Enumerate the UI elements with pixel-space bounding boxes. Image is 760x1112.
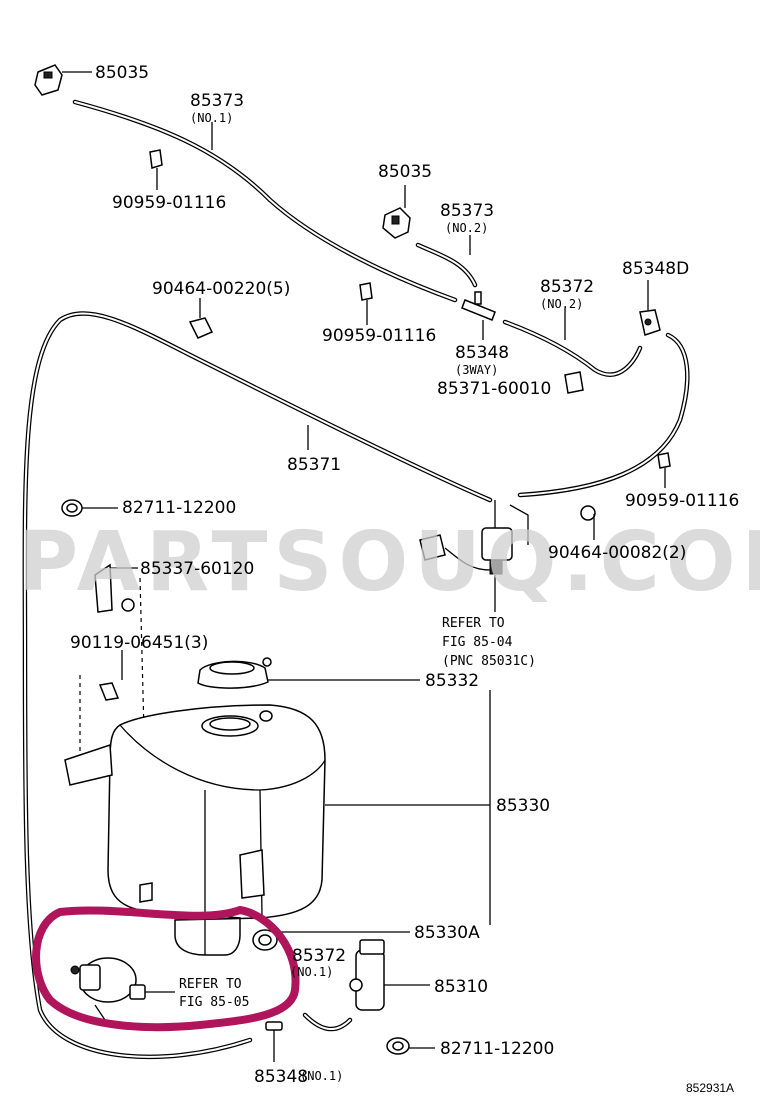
label-85348d: 85348D [622, 259, 689, 279]
label-85348-a: 85348 [455, 343, 509, 363]
label-90119: 90119-06451(3) [70, 633, 208, 653]
nozzle-85035-a [34, 64, 63, 96]
hose-85371 [22, 311, 493, 1060]
label-85372-b-sub: (NO.1) [290, 965, 333, 979]
grommet-85330a [252, 929, 278, 951]
hose-85372-no2 [502, 319, 643, 377]
hose-85373-no2 [415, 242, 478, 288]
highlight-outline [32, 905, 300, 1032]
sensor-85310 [349, 939, 385, 1011]
label-85371-60010: 85371-60010 [437, 379, 551, 399]
connector-85371-60010 [564, 371, 584, 394]
diagram-code: 852931A [686, 1081, 734, 1095]
clip-90959-c [657, 452, 671, 469]
hose-85373-no1 [72, 99, 458, 303]
label-85035-b: 85035 [378, 162, 432, 182]
clamp-90464-00220 [188, 317, 214, 339]
joint-85348d [639, 309, 661, 336]
label-85332: 85332 [425, 671, 479, 691]
clip-90959-b [359, 282, 373, 301]
clamp-90464-00082 [580, 505, 596, 521]
clamp-82711-a [61, 499, 83, 517]
leader-lines [62, 71, 666, 1062]
clamp-82711-b [386, 1037, 410, 1055]
label-ref2-line2: FIG 85-05 [179, 995, 249, 1010]
label-85372-b: 85372 [292, 946, 346, 966]
label-82711-b: 82711-12200 [440, 1039, 554, 1059]
hose-85372-no1 [302, 1012, 353, 1032]
label-ref1-line2: FIG 85-04 [442, 635, 513, 650]
pump-motor-lower [70, 957, 146, 1021]
label-90959-b: 90959-01116 [322, 326, 436, 346]
bolt-90119 [98, 682, 120, 701]
label-85372-a: 85372 [540, 277, 594, 297]
label-85310: 85310 [434, 977, 488, 997]
label-90959-c: 90959-01116 [625, 491, 739, 511]
label-82711-a: 82711-12200 [122, 498, 236, 518]
bracket-85337 [94, 563, 135, 613]
label-85348-a-sub: (3WAY) [455, 363, 498, 377]
label-85035-a: 85035 [95, 63, 149, 83]
label-85330a: 85330A [414, 923, 480, 943]
label-85330: 85330 [496, 796, 550, 816]
label-ref1-line3: (PNC 85031C) [442, 654, 536, 669]
hose-85348d [517, 332, 690, 498]
tank-neck [201, 710, 273, 737]
label-85372-a-sub: (NO.2) [540, 297, 583, 311]
pump-motor-upper [419, 500, 529, 575]
label-90959-a: 90959-01116 [112, 193, 226, 213]
label-90464-a: 90464-00220(5) [152, 279, 290, 299]
tank-85330 [64, 704, 326, 956]
joint-85348-3way [461, 291, 496, 321]
cap-85332 [197, 657, 272, 689]
label-ref1-line1: REFER TO [442, 616, 505, 631]
label-90464-b: 90464-00082(2) [548, 543, 686, 563]
label-85373-b-sub: (NO.2) [445, 221, 488, 235]
nozzle-85035-b [382, 207, 411, 239]
label-85373-b: 85373 [440, 201, 494, 221]
label-85337: 85337-60120 [140, 559, 254, 579]
label-85373-a-sub: (NO.1) [190, 111, 233, 125]
label-85371: 85371 [287, 455, 341, 475]
label-85348-b: 85348 [254, 1067, 308, 1087]
label-85373-a: 85373 [190, 91, 244, 111]
label-ref2-line1: REFER TO [179, 977, 242, 992]
watermark: PARTSOUQ.COM [18, 515, 760, 610]
clip-90959-a [149, 149, 163, 169]
joint-85348-lower [265, 1021, 283, 1031]
label-85348-b-sub: (NO.1) [300, 1069, 343, 1083]
